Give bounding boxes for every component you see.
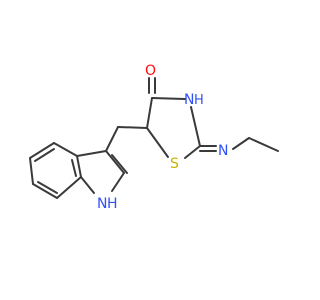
bond-c3a-c7a-double — [71, 159, 77, 177]
bond-c4-n3 — [151, 97, 186, 100]
molecule-diagram: O H N S N N H — [29, 63, 279, 212]
atom-indole-hydrogen: H — [107, 196, 118, 212]
bond-c4-c5 — [146, 97, 153, 129]
bond-n1-c7a — [80, 176, 95, 194]
bond-c3-c3a — [76, 150, 107, 157]
bond-n-ethyl — [232, 137, 250, 150]
bonds — [29, 77, 279, 199]
atom-oxygen: O — [145, 63, 156, 79]
atom-ring-nh-h: H — [194, 93, 204, 108]
structure-drawing: O H N S N N H — [29, 63, 279, 212]
atom-labels: O H N S N N H — [97, 63, 228, 212]
bond-c2i-n1 — [111, 172, 125, 192]
bond-c3a-c7a — [76, 155, 82, 178]
atom-imine-nitrogen: N — [218, 143, 228, 159]
bond-n3-c2 — [190, 106, 201, 147]
bond-ch2-c3 — [105, 126, 119, 152]
bond-c5-ch2 — [117, 126, 148, 129]
atom-indole-nitrogen: N — [97, 196, 107, 212]
atom-sulfur: S — [170, 156, 179, 172]
bond-c3-c2i — [105, 150, 125, 174]
atom-ring-nitrogen: N — [184, 92, 194, 108]
bond-c5i-c6i — [29, 157, 34, 185]
bond-c6i-c7i-double — [37, 181, 58, 194]
bond-s-c5 — [146, 127, 169, 158]
bond-c4i-c5i — [29, 142, 55, 159]
bond-c7i-c7a — [56, 176, 82, 199]
bond-c4i-c5i-double — [34, 148, 55, 162]
bond-ethyl — [248, 137, 279, 152]
bond-c2-s — [184, 145, 201, 159]
bond-c6i-c7i — [32, 183, 58, 199]
bond-c3a-c4i — [53, 142, 78, 157]
bond-c3-c2i-double — [111, 154, 128, 174]
